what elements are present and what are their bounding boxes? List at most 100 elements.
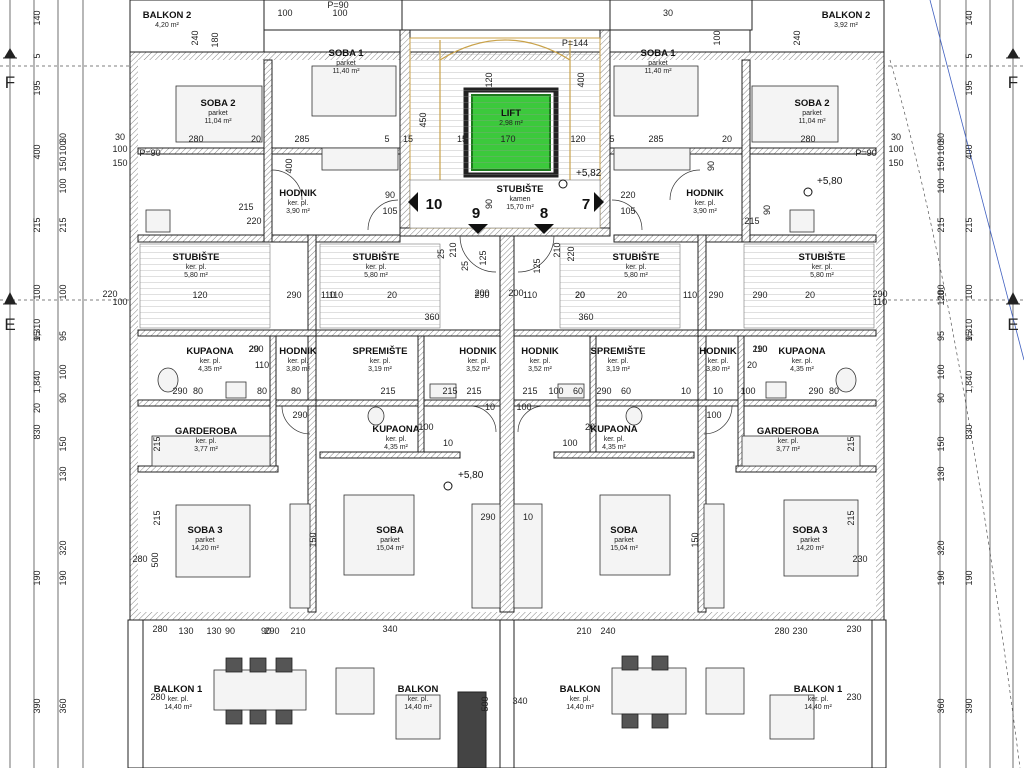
- room-floor: ker. pl.: [695, 200, 716, 207]
- dimension-label: 150: [58, 436, 68, 451]
- dimension-label: 290: [596, 386, 611, 396]
- dimension-label: 60: [573, 386, 583, 396]
- room-area: 14,40 m²: [804, 704, 832, 711]
- room-label-balkon2-r: BALKON 23,92 m²: [822, 10, 871, 29]
- dimension-label: 100: [58, 364, 68, 379]
- dimension-label: 1,840: [964, 371, 974, 394]
- bed: [599, 494, 671, 576]
- dimension-label: 20: [575, 290, 585, 300]
- room-area: 5,80 m²: [184, 272, 208, 279]
- dimension-label: 90: [261, 626, 271, 636]
- bed: [175, 85, 263, 143]
- dimension-label: 150: [936, 156, 946, 171]
- bed: [613, 65, 699, 117]
- toilet: [367, 406, 385, 426]
- dimension-label: 190: [32, 570, 42, 585]
- dimension-label: 230: [846, 624, 861, 634]
- room-floor: ker. pl.: [608, 358, 629, 365]
- dimension-label: 10: [713, 386, 723, 396]
- dimension-label: 285: [294, 134, 309, 144]
- dimension-label: 150: [888, 158, 903, 168]
- room-area: 11,40 m²: [332, 68, 360, 75]
- room-area: 3,19 m²: [606, 366, 630, 373]
- dimension-label: 360: [58, 698, 68, 713]
- room-area: 3,92 m²: [834, 22, 858, 29]
- dimension-label: 100: [936, 284, 946, 299]
- property-line: [929, 0, 1024, 361]
- dimension-label: 1,310: [964, 319, 974, 342]
- room-floor: ker. pl.: [370, 358, 391, 365]
- room-floor: ker. pl.: [200, 358, 221, 365]
- room-area: 3,77 m²: [194, 446, 218, 453]
- room-floor: kamen: [509, 196, 530, 203]
- dimension-label: P=90: [855, 148, 876, 158]
- dimension-label: 290: [474, 290, 489, 300]
- dimension-label: 400: [284, 158, 294, 173]
- room-area: 3,80 m²: [706, 366, 730, 373]
- dimension-label: 100: [964, 284, 974, 299]
- room-area: 4,35 m²: [384, 444, 408, 451]
- dimension-label: 830: [32, 424, 42, 439]
- dimension-label: P=90: [139, 148, 160, 158]
- dimension-label: 30: [58, 133, 68, 143]
- dimension-label: 105: [382, 206, 397, 216]
- room-area: 14,20 m²: [796, 545, 824, 552]
- dimension-label: 125: [478, 250, 488, 265]
- dimension-label: 285: [648, 134, 663, 144]
- dimension-label: 5: [32, 53, 42, 58]
- room-area: 14,40 m²: [164, 704, 192, 711]
- dimension-label: 20: [575, 290, 585, 300]
- marker-8: 8: [540, 205, 548, 222]
- dimension-label: 240: [600, 626, 615, 636]
- room-area: 3,52 m²: [528, 366, 552, 373]
- bed: [751, 85, 839, 143]
- dimension-label: 20: [805, 290, 815, 300]
- bed: [311, 65, 397, 117]
- dimension-label: 215: [32, 217, 42, 232]
- room-name: SOBA 2: [200, 98, 235, 109]
- room-area: 15,04 m²: [610, 545, 638, 552]
- room-name: BALKON 1: [154, 684, 203, 695]
- dimension-label: 95: [964, 331, 974, 341]
- room-floor: ker. pl.: [468, 358, 489, 365]
- room-floor: ker. pl.: [530, 358, 551, 365]
- dimension-label: 100: [418, 422, 433, 432]
- dimension-label: 150: [308, 532, 318, 547]
- bed: [175, 504, 251, 578]
- room-name: STUBIŠTE: [353, 251, 400, 263]
- dimension-label: 100: [888, 144, 903, 154]
- room-floor: parket: [648, 60, 668, 67]
- room-name: HODNIK: [459, 346, 497, 357]
- dimension-label: 80: [193, 386, 203, 396]
- dimension-label: 110: [753, 344, 767, 354]
- dimension-label: 500: [150, 552, 160, 567]
- room-floor: ker. pl.: [186, 264, 207, 271]
- dimension-label: 210: [552, 242, 562, 257]
- room-area: 3,90 m²: [286, 208, 310, 215]
- room-name: KUPAONA: [186, 346, 233, 357]
- room-name: KUPAONA: [590, 424, 637, 435]
- wardrobe: [513, 503, 543, 609]
- dimension-label: 500: [480, 696, 490, 711]
- room-area: 3,19 m²: [368, 366, 392, 373]
- dimension-label: 30: [115, 132, 125, 142]
- room-name: HODNIK: [686, 188, 724, 199]
- dimension-label: 100: [936, 178, 946, 193]
- marker-10: 10: [426, 196, 443, 213]
- room-area: 14,40 m²: [566, 704, 594, 711]
- axis-label: F: [5, 73, 15, 92]
- dimension-label: 280: [152, 624, 167, 634]
- room-name: SOBA 3: [792, 525, 827, 536]
- room-area: 15,70 m²: [506, 204, 534, 211]
- room-area: 14,40 m²: [404, 704, 432, 711]
- level-label: +5,80: [458, 470, 484, 481]
